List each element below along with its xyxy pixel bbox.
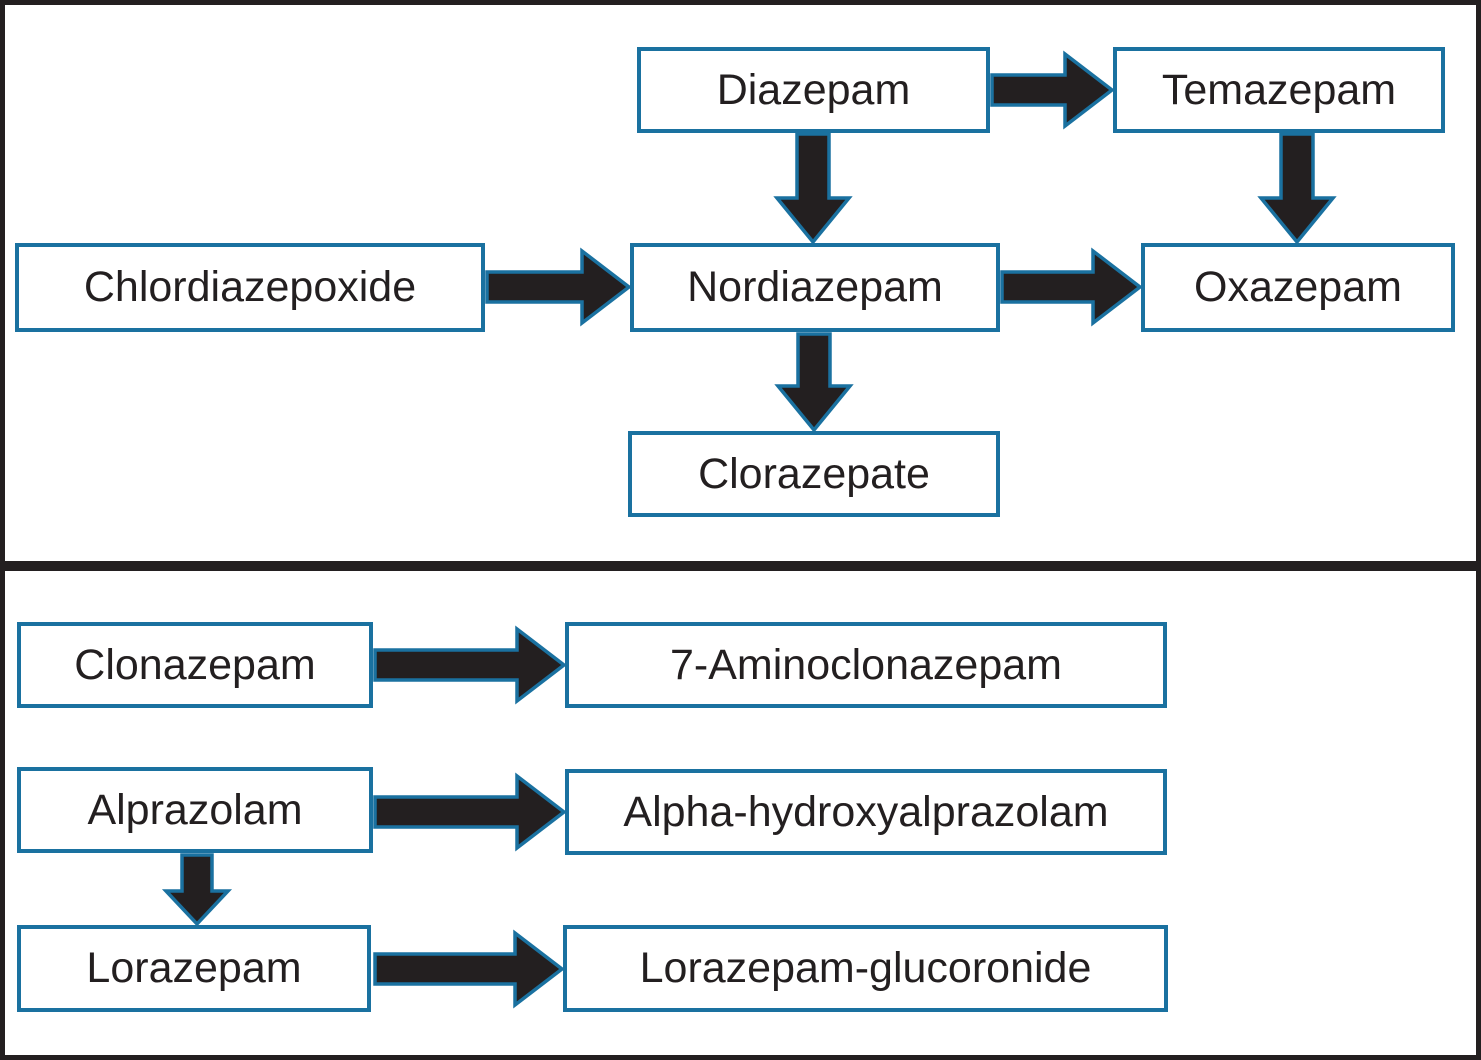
node-chlordiazepoxide: Chlordiazepoxide — [15, 243, 485, 332]
node-alpha-hydroxyalprazolam: Alpha-hydroxyalprazolam — [565, 769, 1167, 855]
node-temazepam: Temazepam — [1113, 47, 1445, 133]
node-clonazepam: Clonazepam — [17, 622, 373, 708]
node-7-aminoclonazepam: 7-Aminoclonazepam — [565, 622, 1167, 708]
node-nordiazepam: Nordiazepam — [630, 243, 1000, 332]
node-oxazepam: Oxazepam — [1141, 243, 1455, 332]
node-clorazepate: Clorazepate — [628, 431, 1000, 517]
node-diazepam: Diazepam — [637, 47, 990, 133]
node-alprazolam: Alprazolam — [17, 767, 373, 853]
node-lorazepam: Lorazepam — [17, 925, 371, 1012]
node-lorazepam-glucoronide: Lorazepam-glucoronide — [563, 925, 1168, 1012]
